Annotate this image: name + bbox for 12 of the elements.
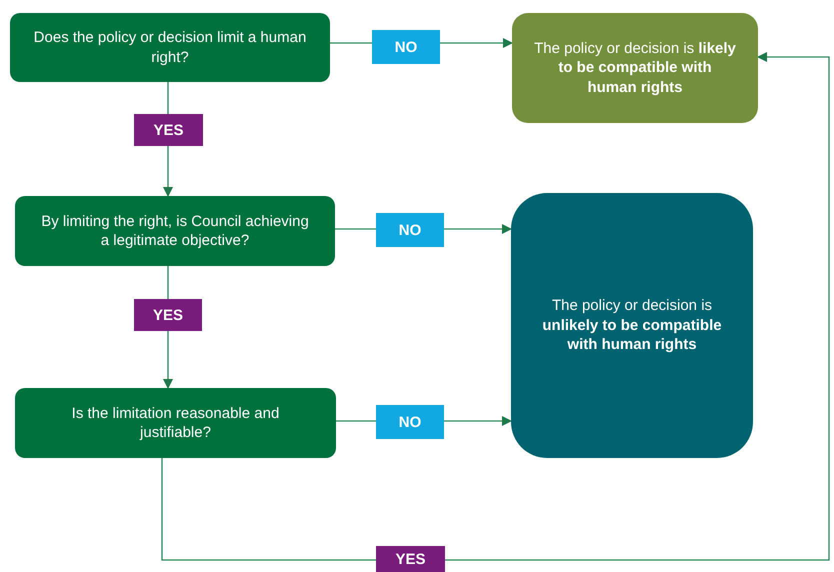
arrow (161, 52, 830, 561)
decision-box: Does the policy or decision limit a human right? (10, 13, 330, 82)
outcome-box: The policy or decision is unlikely to be compatible with human rights (511, 193, 753, 458)
decision-box: By limiting the right, is Council achieving a legitimate objective? (15, 196, 335, 266)
edge-label: NO (376, 213, 444, 247)
edge-label: NO (376, 405, 444, 439)
edge-label: YES (134, 299, 202, 331)
decision-box: Is the limitation reasonable and justifiable? (15, 388, 336, 458)
edge-label: YES (376, 546, 445, 572)
outcome-box: The policy or decision is likely to be compatible with human rights (512, 13, 758, 123)
edge-label: YES (134, 114, 203, 146)
edge-label: NO (372, 30, 440, 64)
